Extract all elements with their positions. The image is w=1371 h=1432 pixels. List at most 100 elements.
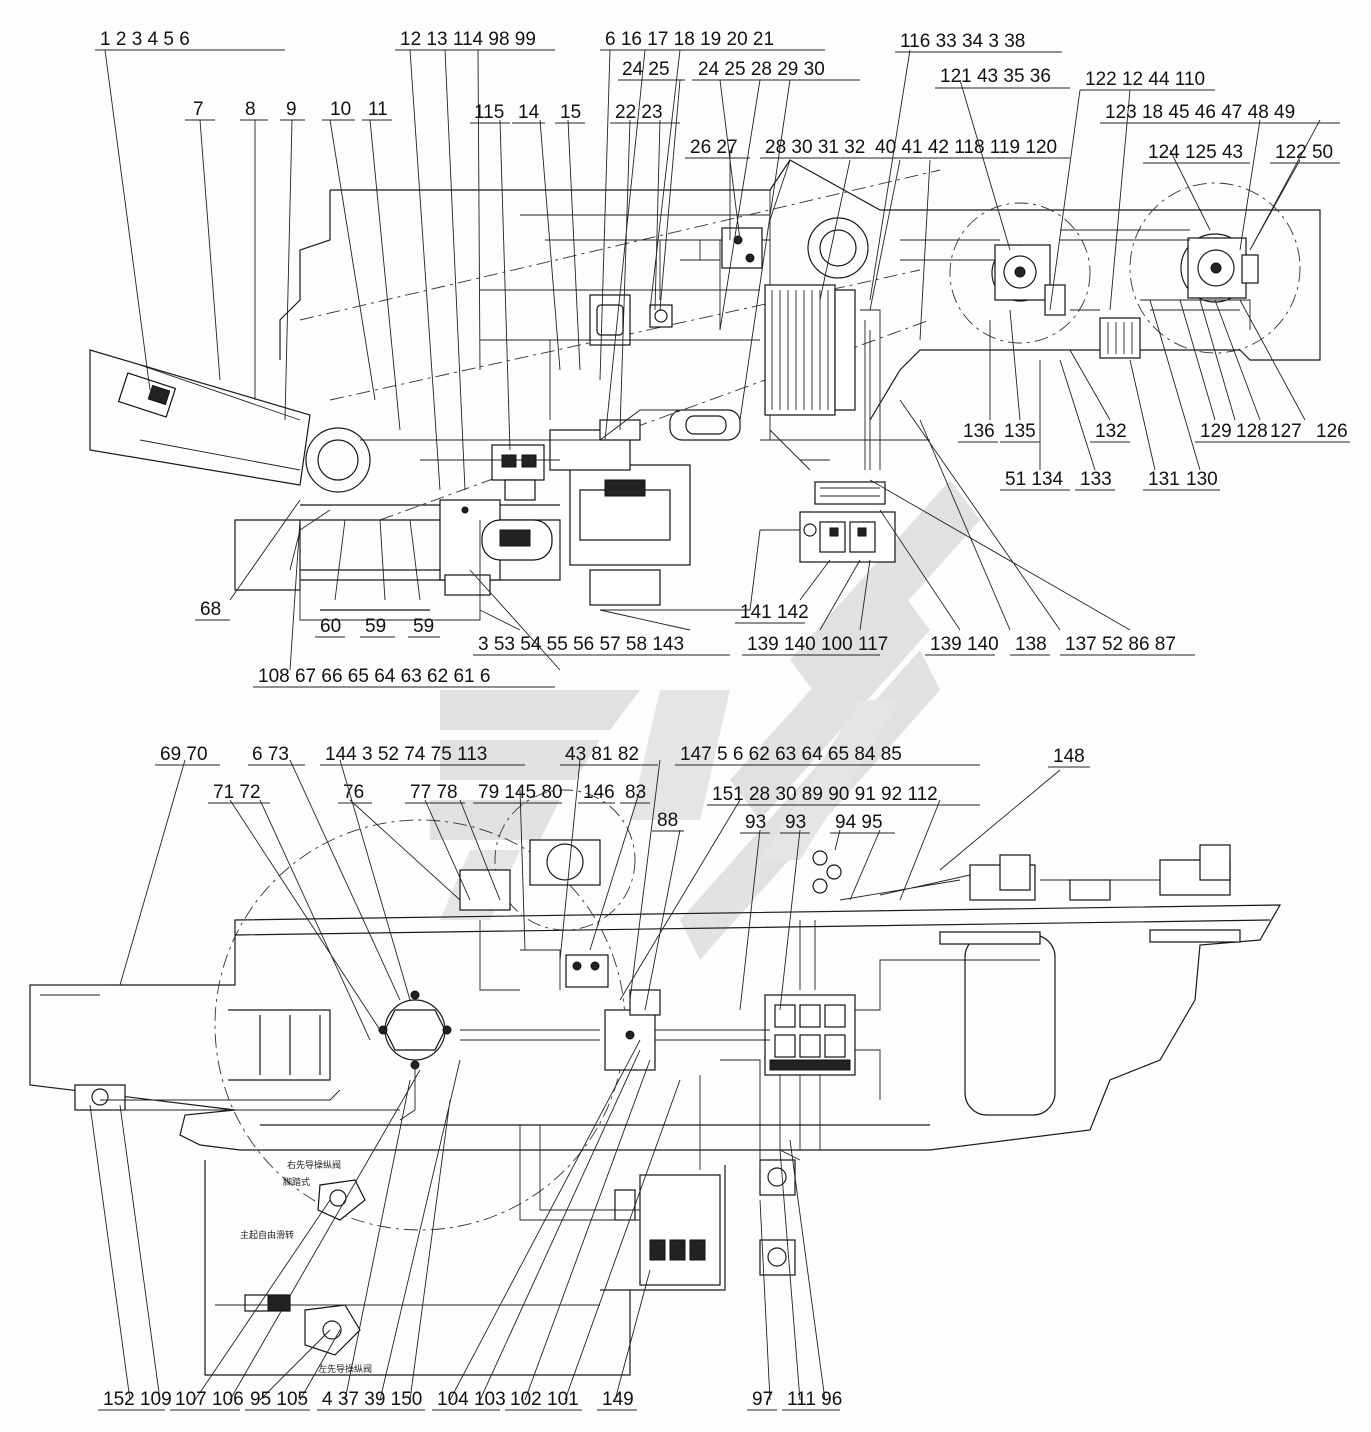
label-152-109: 152 109 <box>103 1389 172 1410</box>
label-141-142: 141 142 <box>740 602 809 623</box>
label-126: 126 <box>1316 421 1348 442</box>
radiator <box>764 284 856 416</box>
label-14: 14 <box>518 102 540 123</box>
label-79-145-80: 79 145 80 <box>478 782 563 803</box>
label-107-106: 107 106 <box>175 1389 244 1410</box>
label-group-l2: 147 5 6 62 63 64 65 84 85 <box>680 744 902 765</box>
label-15: 15 <box>560 102 581 123</box>
label-76: 76 <box>343 782 364 803</box>
label-group-u14: 137 52 86 87 <box>1065 634 1176 655</box>
label-59a: 59 <box>365 616 386 637</box>
label-138: 138 <box>1015 634 1047 655</box>
pilot-valve-stack-149 <box>614 1174 721 1286</box>
label-115: 115 <box>474 102 504 123</box>
label-111-96: 111 96 <box>787 1389 842 1410</box>
central-rotary-joint <box>378 990 452 1070</box>
label-139-140: 139 140 <box>930 634 999 655</box>
label-8: 8 <box>245 99 256 120</box>
label-101: 101 <box>547 1389 579 1410</box>
upper-view <box>89 159 1321 621</box>
label-11: 11 <box>368 99 388 120</box>
label-22-23: 22 23 <box>615 102 663 123</box>
label-130: 130 <box>1186 469 1218 490</box>
pump-96 <box>759 1159 796 1276</box>
valve-block-131 <box>1099 317 1141 359</box>
label-group-u13: 139 140 100 117 <box>747 634 888 655</box>
label-93a: 93 <box>745 812 766 833</box>
carrier-frame-outline <box>29 904 1282 1151</box>
label-132: 132 <box>1095 421 1127 442</box>
annotation-left-pilot-valve: 左先导操纵阀 <box>318 1363 372 1375</box>
label-51-134: 51 134 <box>1005 469 1064 490</box>
label-group-u15: 108 67 66 65 64 63 62 61 6 <box>258 666 490 687</box>
label-26-27: 26 27 <box>690 137 738 158</box>
label-7: 7 <box>193 99 204 120</box>
label-6-73: 6 73 <box>252 744 289 765</box>
label-102: 102 <box>510 1389 542 1410</box>
label-40-120: 40 41 42 118 119 120 <box>875 137 1057 158</box>
label-127: 127 <box>1270 421 1302 442</box>
label-43-81-82: 43 81 82 <box>565 744 639 765</box>
annotation-main-slew-release: 主起自由滑转 <box>240 1229 294 1241</box>
label-10: 10 <box>330 99 351 120</box>
annotation-right-pilot-valve: 右先导操纵阀 <box>287 1159 341 1171</box>
upper-frame-outline <box>279 159 1321 421</box>
label-9: 9 <box>286 99 297 120</box>
upper-leader-lines <box>104 49 1321 671</box>
main-pump-assembly <box>549 419 691 606</box>
outrigger-valves-right <box>939 844 1241 945</box>
valve-block-80 <box>565 954 609 988</box>
label-60: 60 <box>320 616 341 637</box>
lower-leader-lines <box>89 759 1061 1401</box>
label-4-37-39-150: 4 37 39 150 <box>322 1389 422 1410</box>
label-146: 146 <box>583 782 615 803</box>
multiway-valve-upper <box>799 481 896 563</box>
label-77-78: 77 78 <box>410 782 458 803</box>
label-group-u6: 116 33 34 3 38 <box>900 31 1025 52</box>
label-group-l3: 151 28 30 89 90 91 92 112 <box>712 784 938 805</box>
label-59b: 59 <box>413 616 434 637</box>
label-group-l1: 144 3 52 74 75 113 <box>325 744 487 765</box>
label-group-u10: 124 125 43 <box>1148 142 1243 163</box>
label-104-103: 104 103 <box>437 1389 506 1410</box>
label-group-u9: 123 18 45 46 47 48 49 <box>1105 102 1295 123</box>
label-69-70: 69 70 <box>160 744 208 765</box>
label-28-30-31-32: 28 30 31 32 <box>765 137 865 158</box>
label-group-u7: 121 43 35 36 <box>940 66 1051 87</box>
boom-pivot-drum <box>305 427 371 493</box>
label-129: 129 <box>1200 421 1232 442</box>
label-148: 148 <box>1053 746 1085 767</box>
valve-block-83 <box>604 989 661 1071</box>
label-group-u8: 122 12 44 110 <box>1085 69 1205 90</box>
label-group-u2: 12 13 114 98 99 <box>400 29 536 50</box>
valve-152 <box>74 1084 126 1111</box>
label-128: 128 <box>1236 421 1268 442</box>
pressure-gauges <box>812 850 842 894</box>
label-94-95: 94 95 <box>835 812 883 833</box>
boom-sheave <box>807 217 869 279</box>
left-pilot-valve <box>304 1304 361 1356</box>
swing-motor <box>459 839 601 911</box>
lower-view <box>29 789 1282 1376</box>
label-133: 133 <box>1080 469 1112 490</box>
label-95-105: 95 105 <box>250 1389 308 1410</box>
label-68: 68 <box>200 599 221 620</box>
left-cylinder <box>117 372 177 418</box>
winch-1 <box>949 202 1091 344</box>
lower-labels: 69 70 6 73 144 3 52 74 75 113 43 81 82 1… <box>98 744 1090 1411</box>
label-group-u4: 24 25 <box>622 59 670 80</box>
annotation-pedal: 脚踏式 <box>283 1176 310 1188</box>
label-group-u5: 24 25 28 29 30 <box>698 59 825 80</box>
upper-labels: 1 2 3 4 5 6 12 13 114 98 99 6 16 17 18 1… <box>95 29 1350 688</box>
label-135: 135 <box>1004 421 1036 442</box>
label-group-u1: 1 2 3 4 5 6 <box>100 29 190 50</box>
winch-2 <box>1129 182 1301 354</box>
boom-arm <box>89 349 311 486</box>
right-pilot-valve <box>317 1179 366 1221</box>
upper-valve-24 <box>649 227 763 328</box>
pedal-block <box>244 1294 291 1312</box>
label-group-u3: 6 16 17 18 19 20 21 <box>605 29 774 50</box>
label-group-u11: 122 50 <box>1275 142 1333 163</box>
